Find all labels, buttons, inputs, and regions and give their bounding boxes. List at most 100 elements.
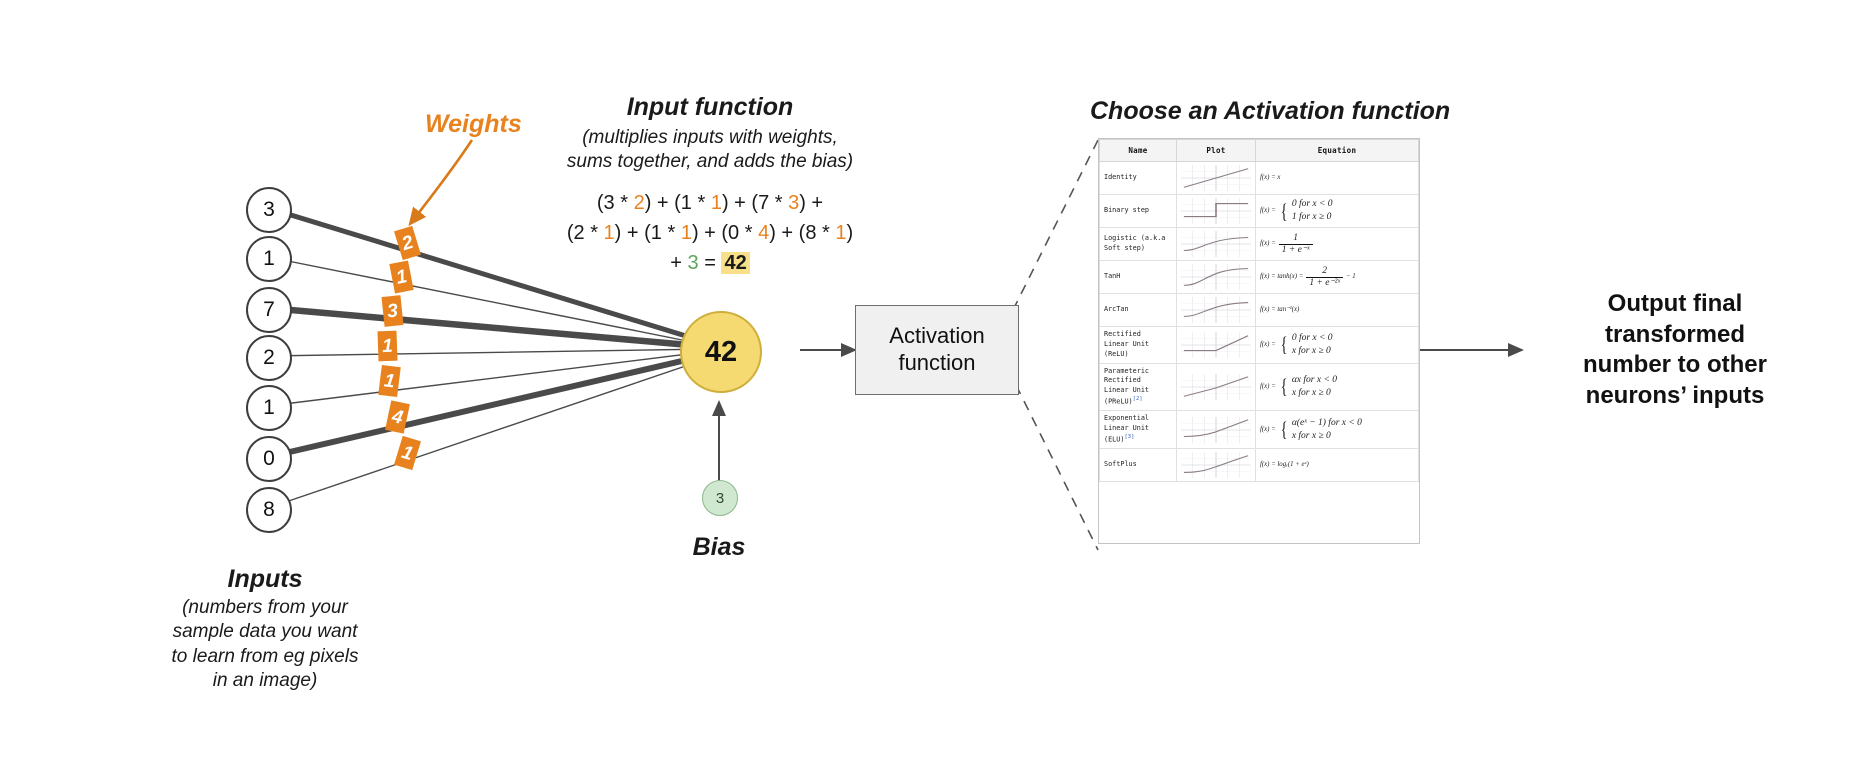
weights-pointer-arrow xyxy=(408,139,474,227)
wire-input-4 xyxy=(267,348,713,357)
activation-plot-cell xyxy=(1176,362,1256,412)
activation-plot-cell xyxy=(1176,260,1256,294)
formula-line-2-part-8: ) xyxy=(846,222,854,244)
bias-node[interactable]: 3 xyxy=(702,480,738,516)
weight-chip-3: 3 xyxy=(381,295,404,327)
input-node-3[interactable]: 7 xyxy=(246,287,292,333)
output-line-1: Output final xyxy=(1607,290,1743,317)
input-function-subtitle: (multiplies inputs with weights, sums to… xyxy=(545,126,875,175)
input-node-7[interactable]: 8 xyxy=(246,487,292,533)
formula-line-3: + 3 = 42 xyxy=(540,248,880,278)
weight-chip-5: 1 xyxy=(378,364,401,398)
activation-equation-cell: f(x) = tan⁻¹(x) xyxy=(1255,293,1419,327)
activation-equation-cell: f(x) = x xyxy=(1255,161,1419,195)
activation-plot-cell xyxy=(1176,410,1256,449)
activation-box-line1: Activation xyxy=(889,323,985,349)
wire-input-2 xyxy=(267,256,713,347)
output-line-4: neurons’ inputs xyxy=(1585,382,1765,410)
activation-plot-cell xyxy=(1176,326,1256,364)
input-function-title: Input function xyxy=(626,93,794,121)
inputs-desc-line4: in an image) xyxy=(212,669,318,691)
activation-plot-cell xyxy=(1176,293,1256,327)
activation-table-row[interactable]: ArcTan f(x) = tan⁻¹(x) xyxy=(1099,293,1419,327)
input-node-5[interactable]: 1 xyxy=(246,385,292,431)
input-node-2[interactable]: 1 xyxy=(246,236,292,282)
activation-function-box[interactable]: Activation function xyxy=(855,305,1019,395)
formula-line-2-part-6: ) + (8 * xyxy=(769,222,836,244)
weights-label: Weights xyxy=(425,110,522,138)
formula-line-2: (2 * 1) + (1 * 1) + (0 * 4) + (8 * 1) xyxy=(540,218,880,248)
formula-line-3-part-1: 3 xyxy=(687,252,699,274)
activation-name-cell: TanH xyxy=(1099,260,1177,294)
input-node-6[interactable]: 0 xyxy=(246,436,292,482)
input-function-formula: (3 * 2) + (1 * 1) + (7 * 3) + (2 * 1) + … xyxy=(540,188,880,278)
output-description: Output final transformed number to other… xyxy=(1540,289,1810,412)
inputs-desc-line2: sample data you want xyxy=(172,621,358,643)
formula-line-1-part-1: 2 xyxy=(633,192,645,214)
callout-line-bottom xyxy=(1015,384,1099,551)
summation-neuron[interactable]: 42 xyxy=(680,311,762,393)
input-wires xyxy=(264,205,716,509)
formula-line-1-part-2: ) + (1 * xyxy=(644,192,711,214)
formula-line-1-part-4: ) + (7 * xyxy=(721,192,789,214)
output-line-3: number to other xyxy=(1583,351,1767,379)
activation-name-cell: Binary step xyxy=(1099,194,1177,228)
formula-line-2-part-3: 1 xyxy=(680,222,692,244)
inputs-label: Inputs xyxy=(227,565,303,593)
activation-plot-cell xyxy=(1176,161,1256,195)
activation-equation-cell: f(x) = logₑ(1 + eˣ) xyxy=(1255,447,1419,482)
formula-line-1-part-6: ) + xyxy=(799,192,824,214)
formula-line-2-part-4: ) + (0 * xyxy=(691,222,759,244)
input-node-1[interactable]: 3 xyxy=(246,187,292,233)
formula-line-1: (3 * 2) + (1 * 1) + (7 * 3) + xyxy=(540,188,880,218)
formula-line-2-part-0: (2 * xyxy=(566,222,604,244)
weight-chip-4: 1 xyxy=(377,330,398,362)
wire-input-7 xyxy=(267,356,713,509)
column-header-equation: Equation xyxy=(1255,139,1419,162)
input-function-subtitle-line2: sums together, and adds the bias) xyxy=(566,151,854,173)
wire-input-1 xyxy=(265,205,715,347)
inputs-desc-line1: (numbers from your xyxy=(182,597,348,618)
formula-line-2-part-1: 1 xyxy=(603,222,615,244)
formula-line-1-part-0: (3 * xyxy=(596,192,634,214)
inputs-desc-line3: to learn from eg pixels xyxy=(171,645,359,667)
activation-name-cell: ArcTan xyxy=(1099,293,1177,327)
formula-line-2-part-2: ) + (1 * xyxy=(614,222,681,244)
wire-input-6 xyxy=(265,351,715,460)
wire-input-5 xyxy=(267,350,713,407)
activation-plot-cell xyxy=(1176,447,1256,482)
column-header-name: Name xyxy=(1099,139,1177,162)
callout-line-top xyxy=(1012,139,1099,311)
formula-line-1-part-5: 3 xyxy=(788,192,800,214)
column-header-plot: Plot xyxy=(1176,139,1256,162)
input-function-subtitle-line1: (multiplies inputs with weights, xyxy=(582,127,838,148)
formula-line-2-part-5: 4 xyxy=(758,222,770,244)
formula-line-3-part-2: = xyxy=(698,252,722,274)
activation-box-line2: function xyxy=(898,350,976,375)
activation-plot-cell xyxy=(1176,227,1256,261)
input-node-4[interactable]: 2 xyxy=(246,335,292,381)
formula-line-3-part-0: + xyxy=(670,252,688,274)
inputs-description: (numbers from your sample data you want … xyxy=(150,596,380,693)
